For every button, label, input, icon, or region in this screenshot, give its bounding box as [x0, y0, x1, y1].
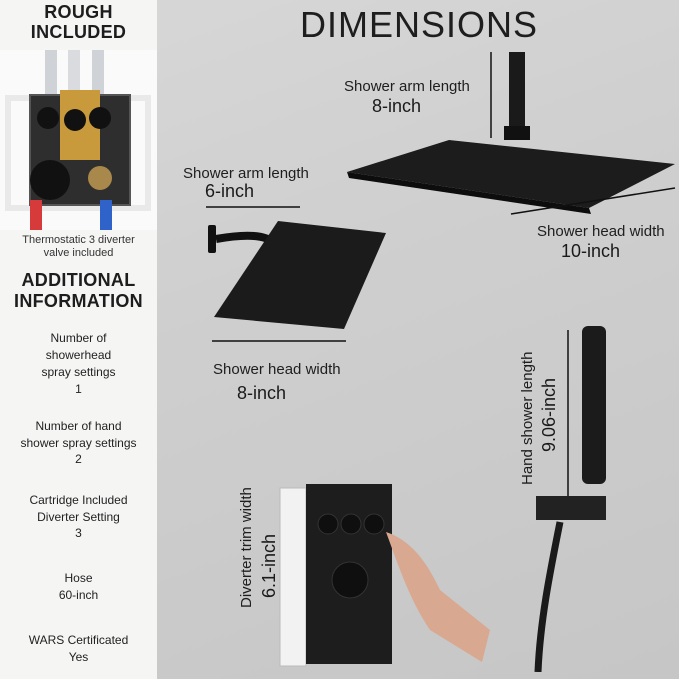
spec-label-line: Number of hand: [35, 419, 122, 433]
hand-shower-value: 9.06-inch: [539, 377, 559, 452]
wall-arm-label: Shower arm length: [183, 165, 309, 182]
wall-head-value: 8-inch: [237, 383, 287, 403]
hand-shower-illustration: [534, 326, 606, 672]
spec-label-line: Hose: [64, 571, 93, 585]
spec-label-line: shower spray settings: [20, 436, 137, 450]
spec-label-line: spray settings: [41, 365, 116, 379]
spec-hose-value: 60-inch: [58, 588, 99, 602]
ceiling-head-value: 10-inch: [561, 241, 621, 261]
spec-cartridge-label: Cartridge Included Diverter Setting: [0, 492, 157, 526]
rough-title-line2: INCLUDED: [30, 22, 127, 42]
ceiling-shower-illustration: [347, 52, 676, 215]
rough-caption: Thermostatic 3 diverter valve included: [0, 234, 157, 260]
diverter-trim-value: 6.1-inch: [259, 533, 279, 598]
rough-title-line1: ROUGH: [44, 2, 113, 22]
spec-wars-label: WARS Certificated: [0, 632, 157, 649]
spec-label-line: WARS Certificated: [28, 633, 129, 647]
spec-hose-label: Hose: [0, 570, 157, 587]
wall-head-label: Shower head width: [213, 361, 341, 378]
hand-shower-label: Hand shower length: [519, 351, 536, 485]
ceiling-arm-value: 8-inch: [372, 96, 422, 116]
spec-wars-value: Yes: [68, 650, 89, 664]
ceiling-arm-label: Shower arm length: [344, 78, 470, 95]
wall-arm-value: 6-inch: [205, 181, 255, 201]
page-title: DIMENSIONS: [300, 4, 539, 45]
rough-caption-line1: Thermostatic 3 diverter: [22, 234, 135, 246]
diverter-trim-label: Diverter trim width: [238, 487, 255, 608]
spec-label-line: showerhead: [45, 348, 112, 362]
spec-showerhead-settings-value: 1: [75, 382, 82, 396]
spec-label-line: Number of: [50, 331, 107, 345]
additional-title-line1: ADDITIONAL: [21, 270, 136, 290]
additional-title: ADDITIONAL INFORMATION: [0, 270, 157, 312]
diverter-trim-illustration: [279, 484, 490, 667]
spec-hand-shower-settings-label: Number of hand shower spray settings: [0, 418, 157, 452]
rough-valve-image: [0, 50, 157, 230]
info-sidebar: ROUGH INCLUDED Thermostatic 3 diverter v…: [0, 0, 157, 679]
spec-label-line: Diverter Setting: [37, 510, 120, 524]
spec-cartridge-value: 3: [75, 526, 82, 540]
spec-showerhead-settings-label: Number of showerhead spray settings: [0, 330, 157, 381]
ceiling-head-label: Shower head width: [537, 223, 665, 240]
rough-title: ROUGH INCLUDED: [0, 2, 157, 42]
rough-caption-line2: valve included: [43, 247, 114, 259]
spec-label-line: Cartridge Included: [29, 493, 128, 507]
spec-hand-shower-settings-value: 2: [75, 452, 82, 466]
additional-title-line2: INFORMATION: [14, 291, 143, 311]
wall-shower-illustration: [206, 206, 386, 342]
